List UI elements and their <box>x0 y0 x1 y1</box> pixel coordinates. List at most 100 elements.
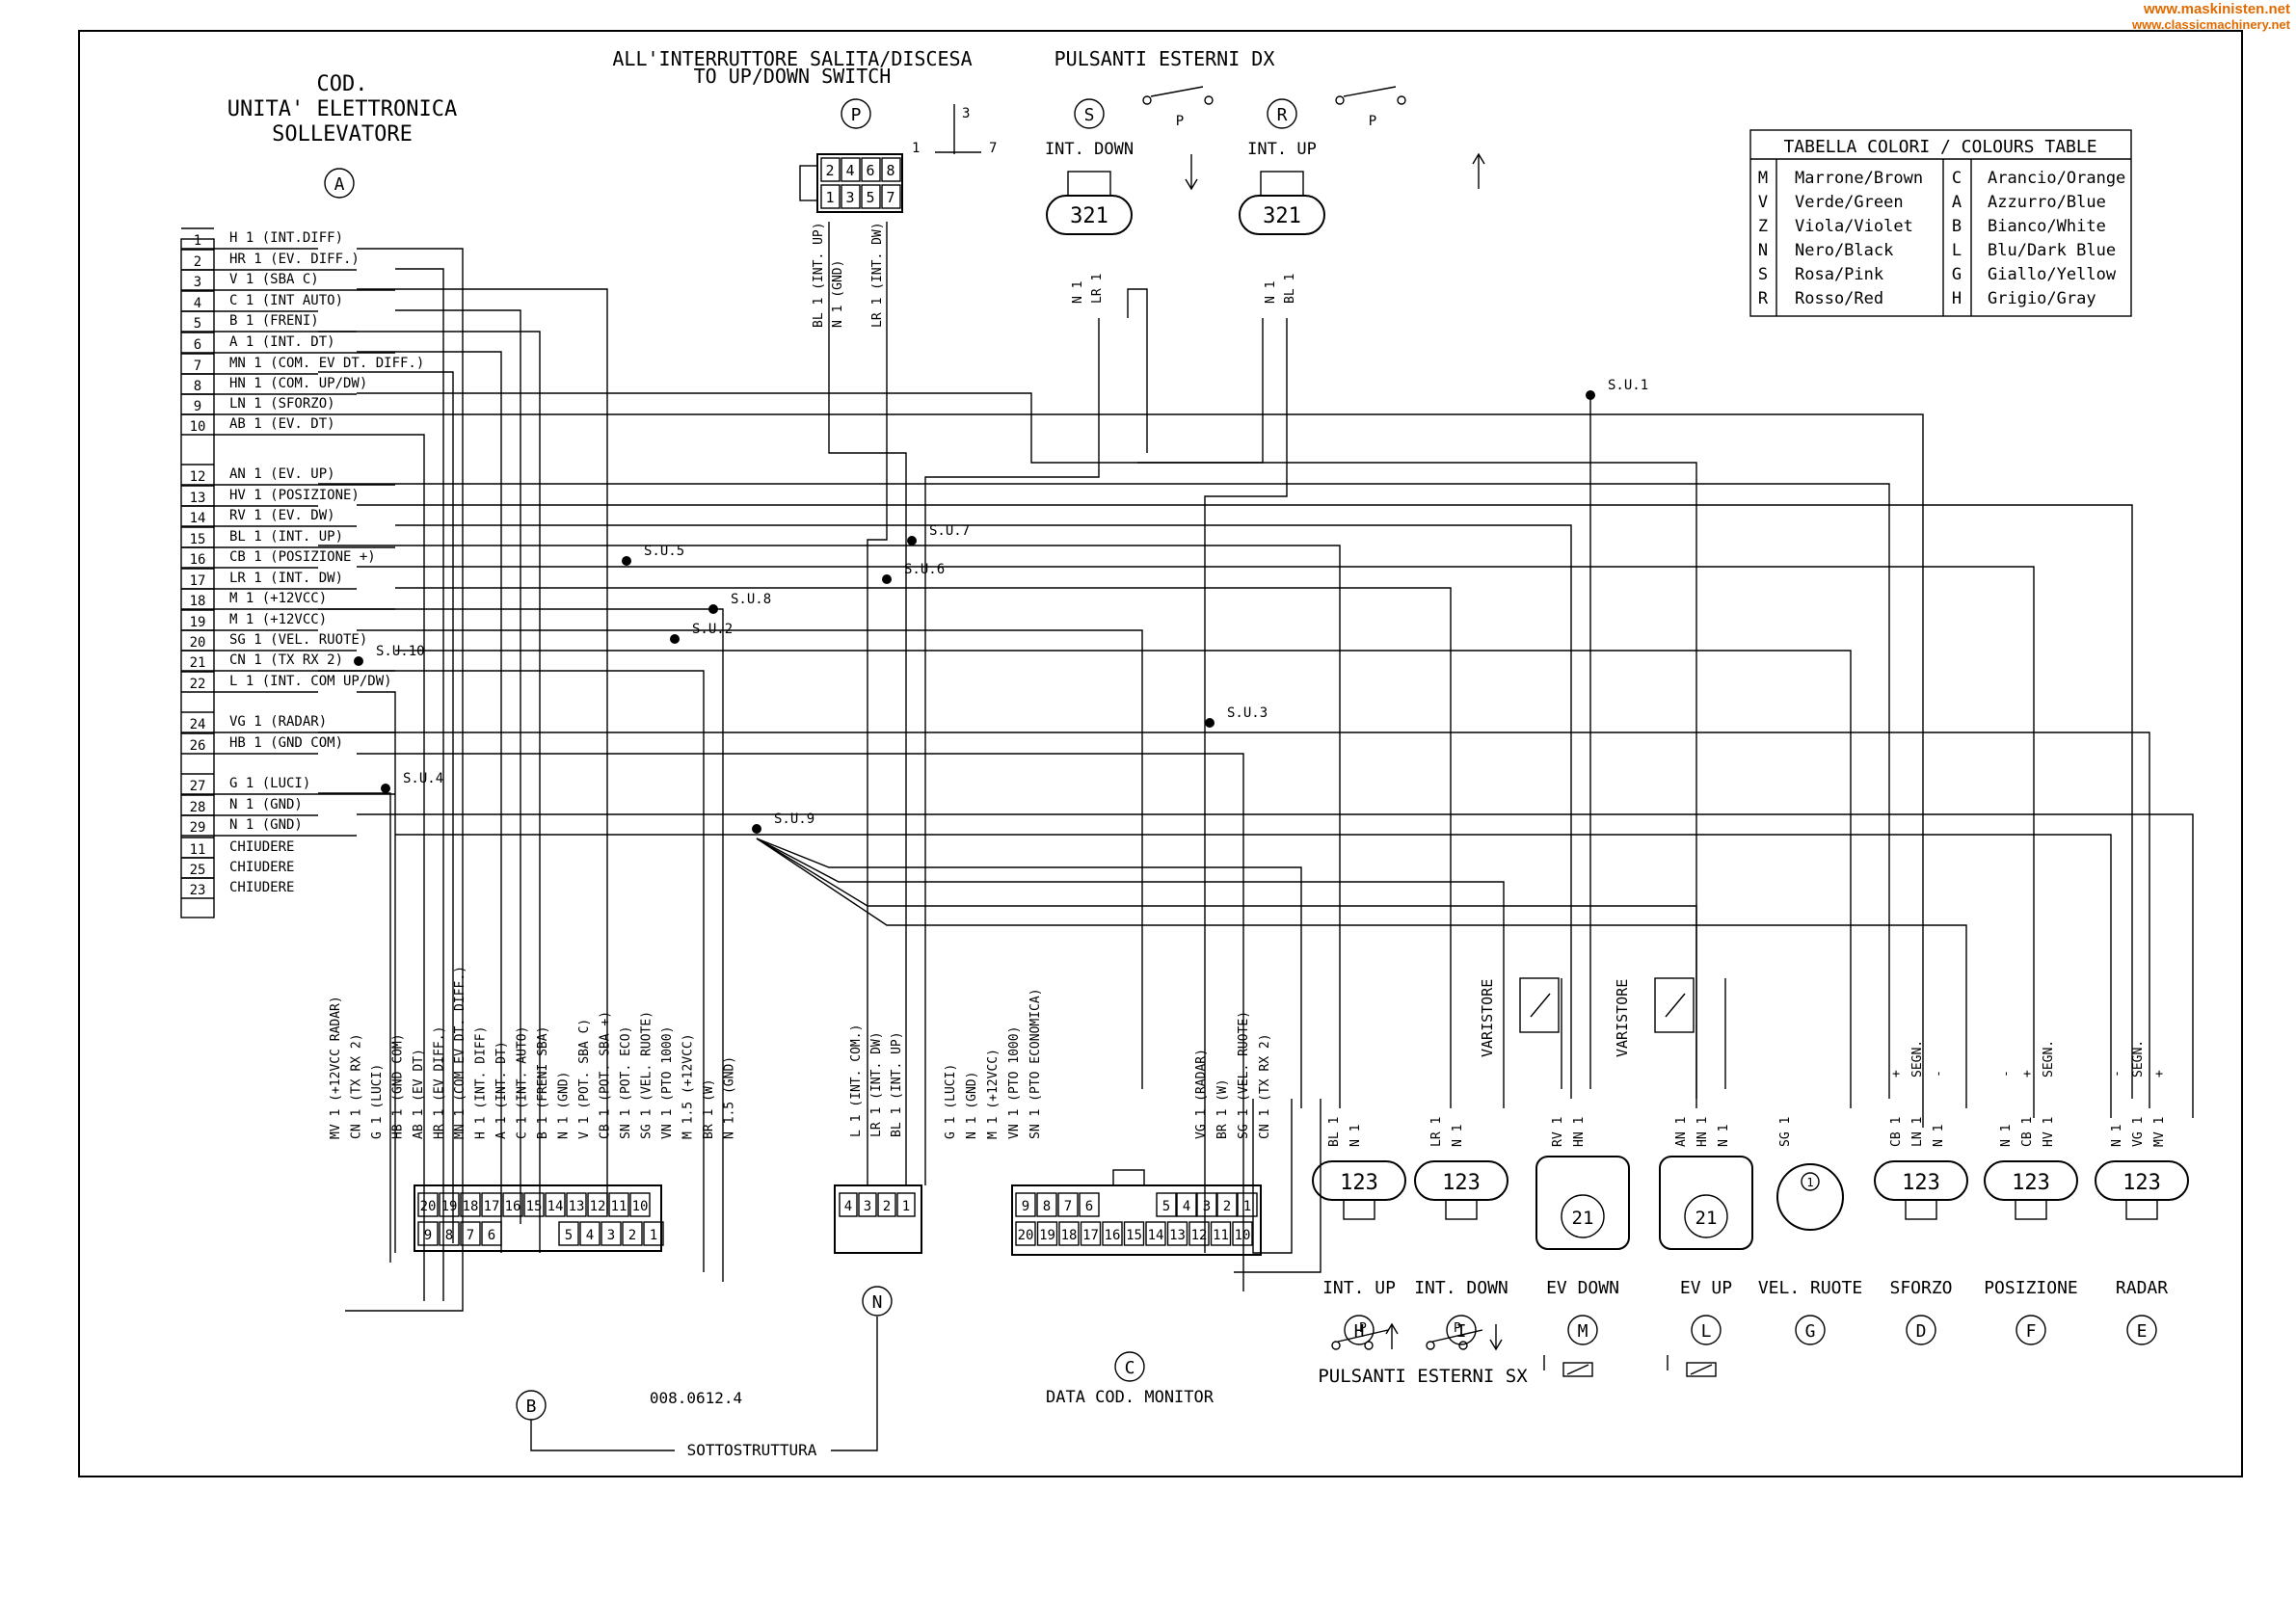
connector-c: G 1 (LUCI)N 1 (GND)M 1 (+12VCC)VN 1 (PTO… <box>944 988 1272 1407</box>
wire-21 <box>318 732 2150 1108</box>
splice-label-1: S.U.2 <box>692 622 733 637</box>
b-pin-top-1: 19 <box>441 1199 458 1214</box>
pin-number-24: 26 <box>190 738 206 754</box>
pin-number-31: 23 <box>190 883 206 898</box>
connector-f-letter: F <box>2026 1321 2037 1342</box>
connector-i-wire-0: LR 1 <box>1429 1117 1444 1147</box>
splice-label-3: S.U.4 <box>403 771 443 786</box>
connector-f-wire-0: N 1 <box>1999 1125 2014 1147</box>
splice-label-6: S.U.7 <box>929 523 970 539</box>
connector-b: MV 1 (+12VCC RADAR)CN 1 (TX RX 2)G 1 (LU… <box>329 966 878 1459</box>
pin-number-21: 22 <box>190 677 206 692</box>
c-letter: C <box>1125 1358 1135 1378</box>
c-wire-a-3: VN 1 (PTO 1000) <box>1007 1026 1022 1139</box>
pin-number-13: 14 <box>190 511 206 526</box>
switch-label-3: 3 <box>962 106 970 121</box>
pin-label-23: VG 1 (RADAR) <box>229 714 327 730</box>
p-pin-bottom-2: 5 <box>866 189 874 206</box>
connector-d-sign-2: - <box>1932 1070 1946 1078</box>
pin-label-13: RV 1 (EV. DW) <box>229 508 335 523</box>
b-wire-4: AB 1 (EV DT) <box>412 1049 426 1139</box>
splice-label-9: S.U.10 <box>376 644 425 659</box>
connector-f-sign-2: SEGN. <box>2042 1040 2056 1078</box>
pin-label-8: LN 1 (SFORZO) <box>229 396 335 412</box>
watermark-line1[interactable]: www.maskinisten.net <box>2143 1 2290 17</box>
connector-g-letter: G <box>1805 1321 1816 1342</box>
pin-number-9: 10 <box>190 419 206 435</box>
pin-label-31: CHIUDERE <box>229 880 294 895</box>
splice-label-4: S.U.5 <box>644 544 684 559</box>
b-pin-top-9: 11 <box>611 1199 627 1214</box>
varistor-ev-up-label: VARISTORE <box>1614 979 1631 1057</box>
b-wire-14: SN 1 (POT. ECO) <box>619 1026 633 1139</box>
wire-12 <box>395 524 1572 1099</box>
connector-e-wire-2: MV 1 <box>2152 1117 2167 1147</box>
wire-19 <box>318 670 705 1272</box>
colour-name-left-4: Rosa/Pink <box>1795 265 1883 284</box>
ext-sx-p2: P <box>1454 1321 1461 1336</box>
splice-dot-5 <box>882 574 892 584</box>
wire-31 <box>828 222 907 1185</box>
b-pin-bottom-0: 9 <box>424 1228 432 1243</box>
wire-15 <box>395 587 1452 1108</box>
wire-3 <box>395 309 521 1224</box>
colour-code-left-0: M <box>1758 169 1768 188</box>
pin-label-3: C 1 (INT AUTO) <box>229 293 343 308</box>
connector_s-letter: S <box>1084 105 1095 125</box>
b-sub: SOTTOSTRUTTURA <box>687 1441 817 1459</box>
connector-f-sign-1: + <box>2020 1070 2035 1078</box>
splice-dot-2 <box>1205 718 1215 728</box>
c-pin-bottom-0: 20 <box>1018 1228 1034 1243</box>
wire-8 <box>395 413 1924 1128</box>
colour-name-left-0: Marrone/Brown <box>1795 169 1923 188</box>
colour-code-right-5: H <box>1952 289 1962 308</box>
b-pin-bottom-6: 3 <box>607 1228 615 1243</box>
connector-d-sign-0: + <box>1889 1070 1904 1078</box>
pin-label-9: AB 1 (EV. DT) <box>229 416 335 432</box>
connector_r-pins: 321 <box>1263 204 1301 228</box>
connector-i-wire-1: N 1 <box>1451 1125 1465 1147</box>
colour-name-right-2: Bianco/White <box>1988 217 2106 236</box>
wire-32 <box>924 318 1100 1185</box>
wire-20 <box>357 691 396 1253</box>
n-pin-0: 4 <box>844 1199 852 1214</box>
connector-h-letter: H <box>1354 1321 1365 1342</box>
colour-code-left-5: R <box>1758 289 1769 308</box>
connector_r-wire-0: N 1 <box>1264 281 1278 304</box>
c-pin-top-6: 3 <box>1203 1199 1211 1214</box>
pin-label-5: A 1 (INT. DT) <box>229 334 335 350</box>
watermark-line2[interactable]: www.classicmachinery.net <box>2131 17 2291 32</box>
pin-label-1: HR 1 (EV. DIFF.) <box>229 252 360 267</box>
c-pin-top-7: 2 <box>1223 1199 1231 1214</box>
p-pin-top-1: 4 <box>845 162 854 179</box>
varistor-ev-down-label: VARISTORE <box>1479 979 1496 1057</box>
b-letter: B <box>526 1397 537 1417</box>
wire-40 <box>1234 1099 1322 1273</box>
pin-label-11: AN 1 (EV. UP) <box>229 466 335 482</box>
pin-label-14: BL 1 (INT. UP) <box>229 529 343 545</box>
b-pin-top-4: 16 <box>505 1199 521 1214</box>
b-pin-top-0: 20 <box>420 1199 437 1214</box>
pin-number-12: 13 <box>190 491 206 506</box>
wire-26 <box>756 838 1302 1108</box>
c-pin-bottom-5: 15 <box>1126 1228 1142 1243</box>
splice-dot-4 <box>622 556 631 566</box>
connector-e-sign-0: - <box>2110 1070 2124 1078</box>
p-wire-label-2: LR 1 (INT. DW) <box>870 222 885 328</box>
n-wire-0: L 1 (INT. COM.) <box>849 1024 864 1137</box>
pin-number-7: 8 <box>194 379 201 394</box>
wire-10 <box>318 483 1890 1099</box>
pin-label-2: V 1 (SBA C) <box>229 272 319 287</box>
c-wire-b-0: VG 1 (RADAR) <box>1194 1049 1209 1139</box>
connector-d-wire-1: LN 1 <box>1910 1117 1925 1147</box>
b-wire-0: MV 1 (+12VCC RADAR) <box>329 996 343 1139</box>
connector-f-sign-0: - <box>1999 1070 2014 1078</box>
splice-dot-6 <box>907 536 917 545</box>
b-pin-bottom-3: 6 <box>488 1228 495 1243</box>
wire-17 <box>357 629 1143 1089</box>
unit-line2: SOLLEVATORE <box>272 122 413 146</box>
pin-label-29: CHIUDERE <box>229 839 294 855</box>
